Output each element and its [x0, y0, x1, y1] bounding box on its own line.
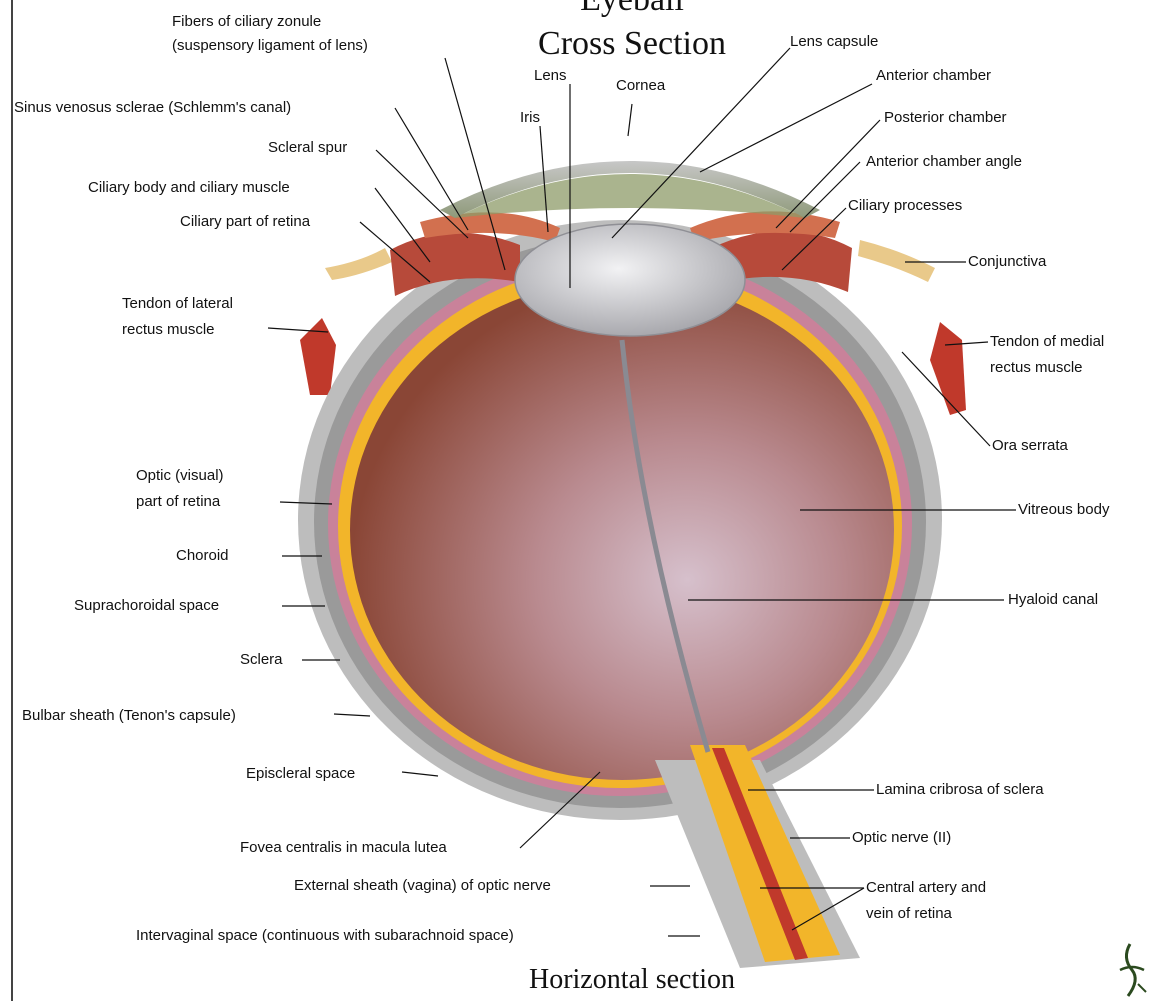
- diagram-caption: Horizontal section: [529, 964, 735, 995]
- label-sclera: Sclera: [240, 651, 283, 668]
- label-bulbar-sheath: Bulbar sheath (Tenon's capsule): [22, 707, 236, 724]
- label-tendon-medial-line2: rectus muscle: [990, 359, 1083, 376]
- label-ciliary-body: Ciliary body and ciliary muscle: [88, 179, 290, 196]
- label-ciliary-processes: Ciliary processes: [848, 197, 962, 214]
- label-optic-nerve: Optic nerve (II): [852, 829, 951, 846]
- label-posterior-chamber: Posterior chamber: [884, 109, 1007, 126]
- label-hyaloid-canal: Hyaloid canal: [1008, 591, 1098, 608]
- label-lens-capsule: Lens capsule: [790, 33, 878, 50]
- label-lamina-cribrosa: Lamina cribrosa of sclera: [876, 781, 1044, 798]
- lens-shape: [515, 224, 745, 336]
- conjunctiva-shape: [325, 248, 392, 280]
- label-cornea: Cornea: [616, 77, 666, 94]
- label-suprachoroidal: Suprachoroidal space: [74, 597, 219, 614]
- diagram-title-line2: Cross Section: [538, 25, 726, 62]
- label-scleral-spur: Scleral spur: [268, 139, 347, 156]
- label-sinus-venosus: Sinus venosus sclerae (Schlemm's canal): [14, 99, 291, 116]
- label-external-sheath: External sheath (vagina) of optic nerve: [294, 877, 551, 894]
- label-iris: Iris: [520, 109, 540, 126]
- label-anterior-chamber: Anterior chamber: [876, 67, 991, 84]
- label-fibers-zonule-line1: Fibers of ciliary zonule: [172, 13, 321, 30]
- label-fibers-zonule-line2: (suspensory ligament of lens): [172, 37, 368, 54]
- label-ora-serrata: Ora serrata: [992, 437, 1069, 454]
- label-central-artery-line2: vein of retina: [866, 905, 953, 922]
- label-tendon-medial-line1: Tendon of medial: [990, 333, 1104, 350]
- label-choroid: Choroid: [176, 547, 229, 564]
- label-lens: Lens: [534, 67, 567, 84]
- label-vitreous-body: Vitreous body: [1018, 501, 1110, 518]
- label-anterior-angle: Anterior chamber angle: [866, 153, 1022, 170]
- label-fovea: Fovea centralis in macula lutea: [240, 839, 447, 856]
- label-optic-retina-line2: part of retina: [136, 493, 221, 510]
- label-optic-retina-line1: Optic (visual): [136, 467, 224, 484]
- label-conjunctiva: Conjunctiva: [968, 253, 1047, 270]
- label-central-artery-line1: Central artery and: [866, 879, 986, 896]
- label-tendon-lateral-line2: rectus muscle: [122, 321, 215, 338]
- label-ciliary-retina: Ciliary part of retina: [180, 213, 311, 230]
- label-intervaginal: Intervaginal space (continuous with suba…: [136, 927, 514, 944]
- label-episcleral: Episcleral space: [246, 765, 355, 782]
- signature-mark: [1120, 944, 1146, 996]
- label-tendon-lateral-line1: Tendon of lateral: [122, 295, 233, 312]
- lateral-rectus-muscle: [300, 318, 336, 395]
- conjunctiva-shape-right: [858, 240, 935, 282]
- diagram-title-line1: Eyeball: [580, 0, 684, 18]
- anterior-chamber-shape: [455, 174, 805, 218]
